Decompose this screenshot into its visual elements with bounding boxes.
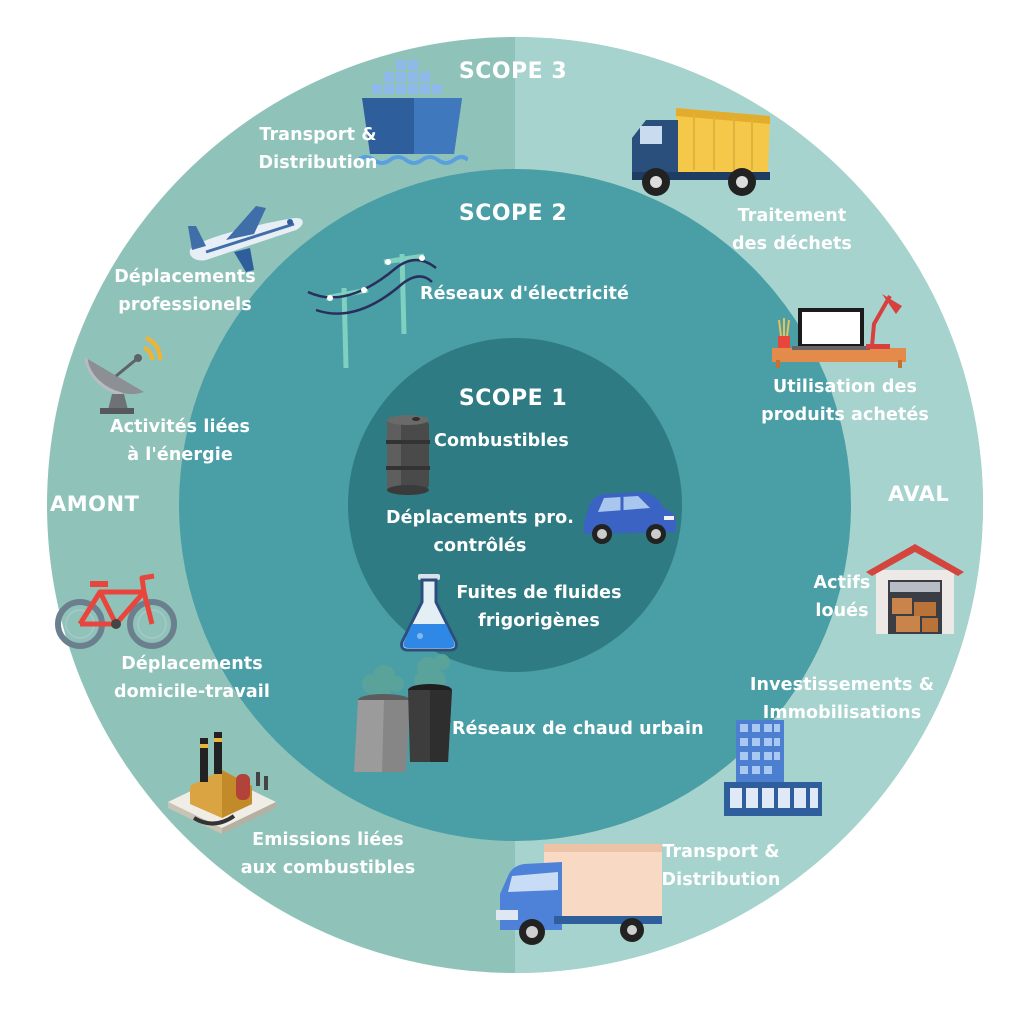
dump-truck-icon bbox=[632, 108, 770, 196]
airplane-icon bbox=[188, 206, 303, 272]
bicycle-icon bbox=[55, 573, 177, 649]
scope2-item-label: Réseaux d'électricité bbox=[420, 284, 629, 304]
scope3-title: SCOPE 3 bbox=[458, 59, 568, 84]
desk-laptop-icon bbox=[772, 294, 906, 368]
scope3-upstream-label: Déplacements domicile-travail bbox=[114, 654, 270, 702]
delivery-truck-icon bbox=[496, 844, 662, 945]
scope1-item-label: Fuites de fluides frigorigènes bbox=[456, 583, 622, 631]
satellite-dish-icon bbox=[84, 336, 162, 414]
scope3-upstream-label: Transport & Distribution bbox=[258, 125, 378, 173]
office-buildings-icon bbox=[724, 720, 822, 816]
downstream-label: AVAL bbox=[888, 482, 950, 506]
cargo-ship-icon bbox=[358, 60, 468, 165]
scope3-upstream-label: Déplacements professionels bbox=[114, 267, 256, 315]
car-icon bbox=[584, 492, 676, 544]
chimney-smoke-icon bbox=[354, 654, 452, 772]
scope3-downstream-label: Transport & Distribution bbox=[661, 842, 781, 890]
scope1-title: SCOPE 1 bbox=[458, 386, 568, 411]
scope3-downstream-label: Investissements & Immobilisations bbox=[749, 675, 935, 723]
warehouse-icon bbox=[866, 544, 964, 634]
scope3-upstream-label: Activités liées à l'énergie bbox=[109, 417, 251, 465]
upstream-label: AMONT bbox=[50, 492, 140, 516]
scope3-downstream-label: Traitement des déchets bbox=[732, 206, 852, 254]
factory-icon bbox=[168, 732, 276, 834]
scope1-item-label: Déplacements pro. contrôlés bbox=[386, 508, 574, 556]
power-line-icon bbox=[307, 253, 437, 369]
scope3-downstream-label: Actifs loués bbox=[813, 573, 871, 621]
scope2-title: SCOPE 2 bbox=[458, 201, 568, 226]
scope3-downstream-label: Utilisation des produits achetés bbox=[761, 377, 929, 425]
scope3-upstream-label: Emissions liées aux combustibles bbox=[240, 830, 416, 878]
oil-barrel-icon bbox=[386, 415, 430, 495]
scope1-item-label: Combustibles bbox=[434, 431, 569, 451]
flask-icon bbox=[400, 574, 458, 652]
scope2-item-label: Réseaux de chaud urbain bbox=[452, 719, 704, 739]
